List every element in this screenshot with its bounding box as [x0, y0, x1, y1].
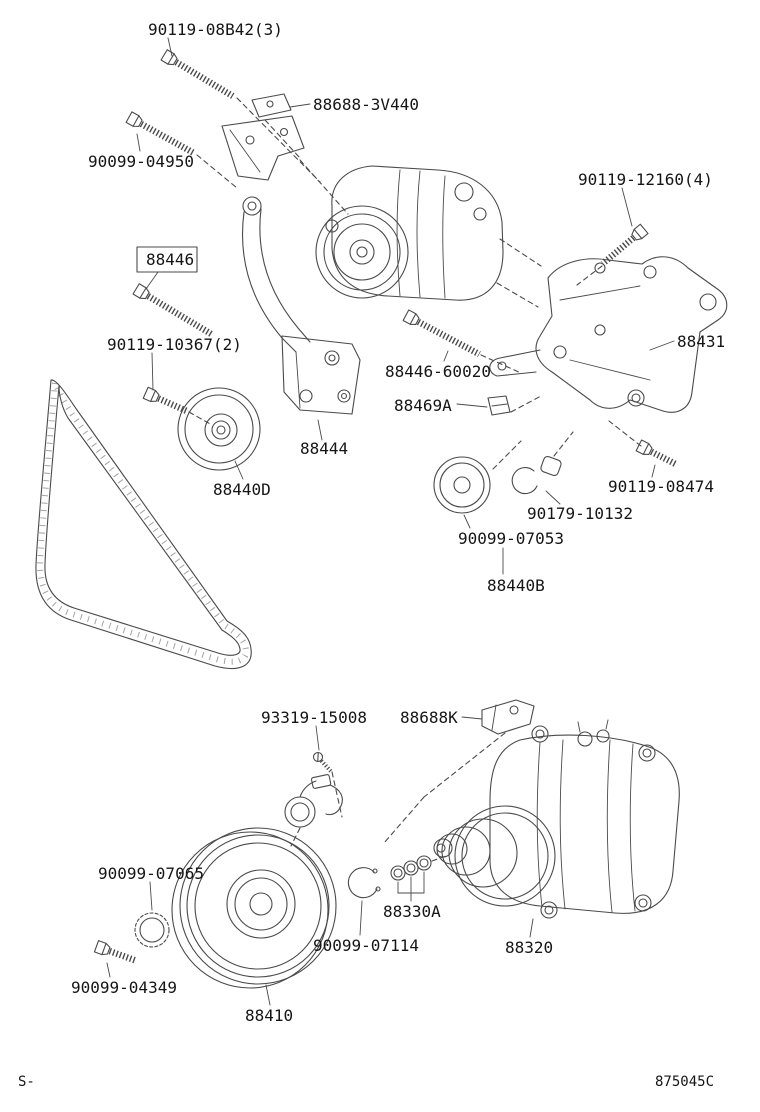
compressor-88320-drawing [433, 719, 680, 919]
part-label-88446: 88446 [146, 250, 194, 269]
part-label-box-88446 [136, 246, 198, 273]
part-label-90099-04349: 90099-04349 [71, 978, 177, 997]
bolt-90119-08474-drawing [635, 439, 678, 468]
part-label-90099-07065: 90099-07065 [98, 864, 204, 883]
drive-belt-drawing [35, 379, 252, 670]
part-label-90099-07053: 90099-07053 [458, 529, 564, 548]
snap-ring-90099-07114-drawing [347, 867, 381, 899]
part-label-90179-10132: 90179-10132 [527, 504, 633, 523]
shim-90099-07065-drawing [134, 912, 170, 948]
part-label-88469a: 88469A [394, 396, 452, 415]
idler-pulley-88440d-drawing [177, 387, 261, 471]
footer-section-code: S- [18, 1074, 35, 1090]
bolt-90119-12160-drawing [600, 223, 649, 267]
bolt-90099-04950-drawing [125, 111, 196, 156]
part-label-88431: 88431 [677, 332, 725, 351]
clutch-coil-wire-drawing [284, 774, 343, 828]
screw-93319-15008-drawing [312, 751, 333, 774]
bolt-90099-04349-drawing [93, 940, 138, 964]
magnet-clutch-88410-drawing [171, 827, 337, 989]
label-leader-lines [106, 37, 675, 1006]
part-label-90099-04950: 90099-04950 [88, 152, 194, 171]
part-label-88440d: 88440D [213, 480, 271, 499]
part-labels: 90119-08B42(3) 88688-3V440 90099-04950 9… [71, 20, 725, 1025]
bracket-88431-drawing [489, 256, 728, 413]
part-label-90119-08b42: 90119-08B42(3) [148, 20, 283, 39]
footer: S- 875045C [18, 1074, 714, 1090]
bolt-90119-08b42-drawing [160, 49, 235, 99]
footer-doc-code: 875045C [655, 1074, 714, 1090]
pulley-88440b-drawing [433, 455, 562, 514]
bracket-88688-3v440-drawing [221, 93, 305, 181]
bolt-90119-10367-drawing [142, 386, 190, 415]
part-label-88330a: 88330A [383, 902, 441, 921]
part-label-88688-3v440: 88688-3V440 [313, 95, 419, 114]
cushion-88469a-drawing [487, 395, 511, 416]
oring-88330a-drawing [390, 855, 432, 881]
part-label-88410: 88410 [245, 1006, 293, 1025]
part-label-88446-60020: 88446-60020 [385, 362, 491, 381]
part-label-90119-10367: 90119-10367(2) [107, 335, 242, 354]
part-label-88688k: 88688K [400, 708, 458, 727]
bushing-drawing [540, 455, 562, 477]
stud-88446-60020-drawing [402, 309, 481, 358]
bracket-88444-drawing [241, 196, 361, 415]
part-label-93319-15008: 93319-15008 [261, 708, 367, 727]
part-label-90119-08474: 90119-08474 [608, 477, 714, 496]
bolt-88446-drawing [132, 283, 214, 337]
part-label-88320: 88320 [505, 938, 553, 957]
part-label-88444: 88444 [300, 439, 348, 458]
part-label-90119-12160: 90119-12160(4) [578, 170, 713, 189]
snap-ring-90179-10132-drawing [511, 467, 538, 495]
part-label-88440b: 88440B [487, 576, 545, 595]
compressor-reference-drawing [315, 165, 504, 301]
part-label-90099-07114: 90099-07114 [313, 936, 419, 955]
bracket-88688k-drawing [481, 699, 535, 735]
assembly-dashed-lines [188, 97, 642, 862]
